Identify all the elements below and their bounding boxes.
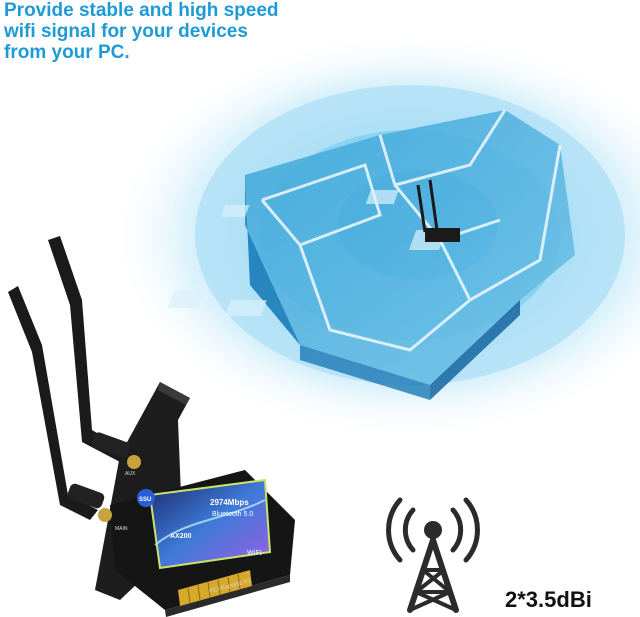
- headline-line-3: from your PC.: [4, 42, 130, 63]
- card-wifi-badge: WiFi: [247, 550, 262, 557]
- antenna-tower-icon: [386, 497, 480, 613]
- wifi-card: [95, 382, 295, 617]
- headline-line-1: Provide stable and high speed: [4, 0, 279, 21]
- card-model: AX200: [170, 533, 192, 540]
- headline-line-2: wifi signal for your devices: [4, 21, 248, 42]
- card-brand-logo: SSU: [139, 497, 151, 503]
- antenna-right: [48, 236, 131, 462]
- antenna-gain-label: 2*3.5dBi: [505, 587, 592, 612]
- gold-connector: [178, 570, 252, 606]
- headline: Provide stable and high speed wifi signa…: [4, 0, 344, 63]
- card-antenna-label-left: AUX: [125, 471, 136, 477]
- apartment-floorplan: [167, 109, 575, 400]
- card-speed: 2974Mbps: [210, 498, 249, 507]
- antenna-left: [8, 286, 105, 520]
- card-bluetooth: Bluetooth 5.0: [212, 511, 253, 518]
- card-antenna-label-right: MAIN: [115, 526, 128, 532]
